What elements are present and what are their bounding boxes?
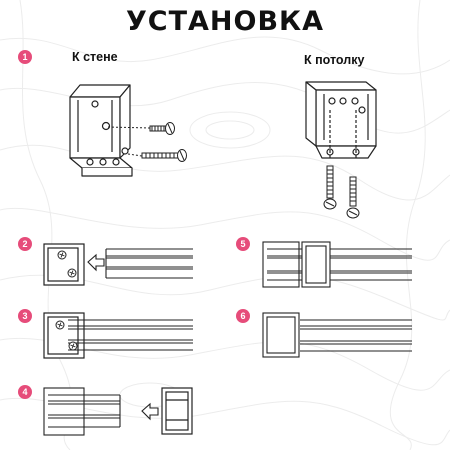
step-badge-4: 4 bbox=[18, 385, 32, 399]
step-badge-3: 3 bbox=[18, 309, 32, 323]
screw-icon bbox=[346, 176, 360, 219]
rail-with-cap-icon bbox=[262, 312, 412, 358]
curtain-rail-icon bbox=[68, 319, 193, 351]
screw-icon bbox=[323, 165, 337, 210]
step-badge-6: 6 bbox=[236, 309, 250, 323]
ceiling-bracket-icon bbox=[305, 81, 377, 160]
rail-with-cap-icon bbox=[262, 241, 412, 288]
mounted-bracket-icon bbox=[43, 312, 85, 359]
screw-icon bbox=[107, 122, 175, 135]
end-cap-icon bbox=[161, 387, 193, 435]
arrow-left-icon bbox=[87, 253, 105, 272]
step-badge-1: 1 bbox=[18, 50, 32, 64]
caption-ceiling: К потолку bbox=[304, 53, 365, 67]
rail-end-icon bbox=[43, 387, 121, 436]
arrow-left-icon bbox=[141, 402, 159, 421]
step-badge-5: 5 bbox=[236, 237, 250, 251]
page-title: УСТАНОВКА bbox=[125, 6, 325, 37]
wall-bracket-icon bbox=[69, 84, 133, 177]
mounted-bracket-icon bbox=[43, 243, 85, 286]
step-badge-2: 2 bbox=[18, 237, 32, 251]
screw-icon bbox=[127, 149, 187, 162]
caption-wall: К стене bbox=[72, 50, 118, 64]
curtain-rail-icon bbox=[105, 248, 193, 279]
